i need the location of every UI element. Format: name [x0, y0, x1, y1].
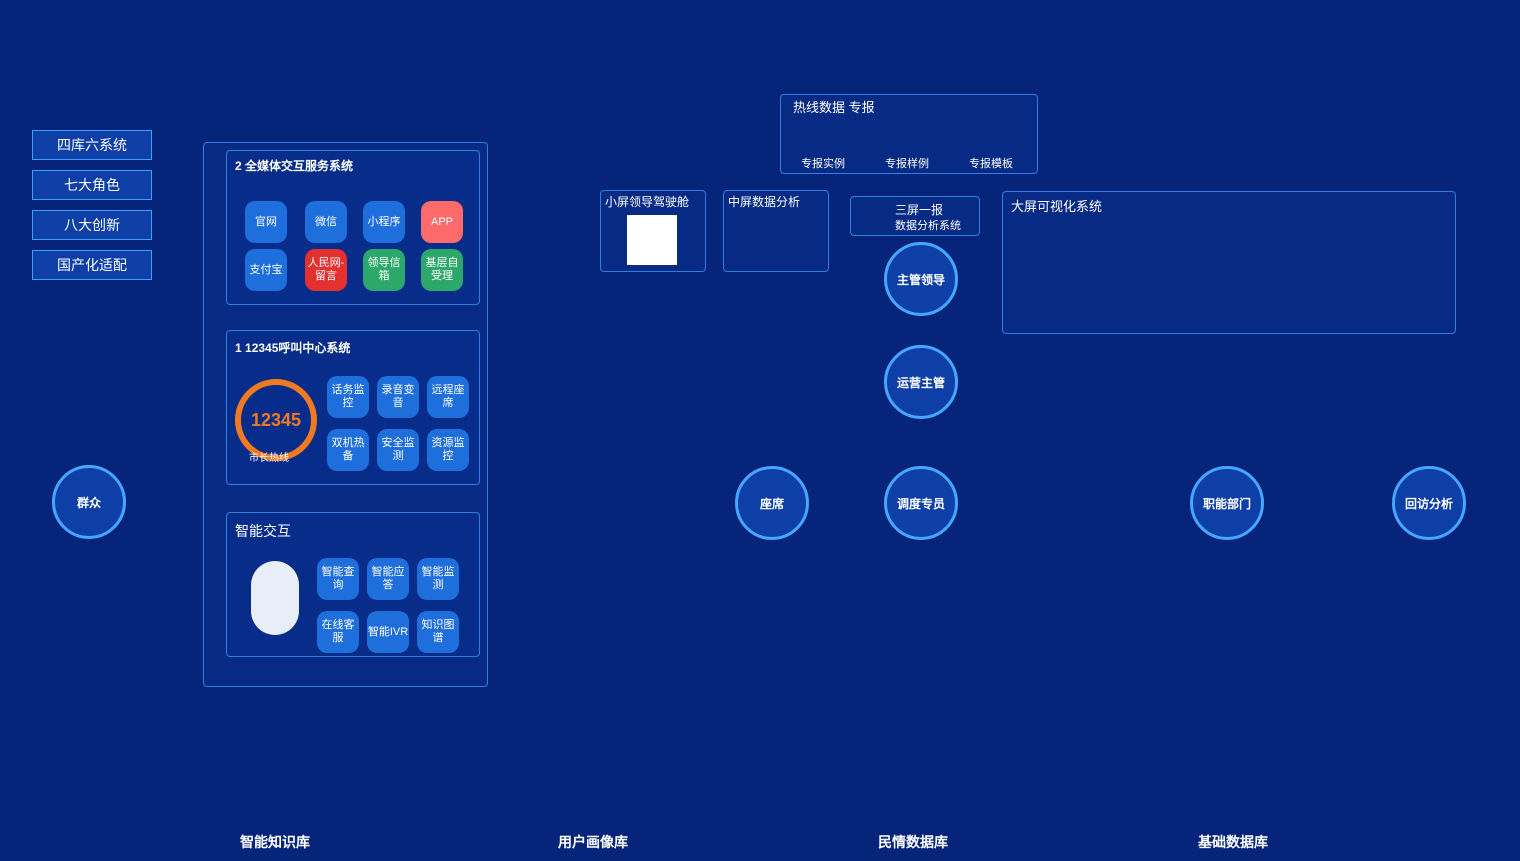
- smart-panel: 智能交互 智能查询 智能应答 智能监测 在线客服 智能IVR 知识图谱: [226, 512, 480, 657]
- cc-item-0[interactable]: 话务监控: [327, 376, 369, 418]
- media-item-3[interactable]: APP: [421, 201, 463, 243]
- callcenter-title: 1 12345呼叫中心系统: [235, 339, 350, 356]
- db-label-1: 用户画像库: [548, 832, 638, 852]
- media-item-1[interactable]: 微信: [305, 201, 347, 243]
- callcenter-panel: 1 12345呼叫中心系统 12345 市长热线 话务监控 录音变音 远程座席 …: [226, 330, 480, 485]
- report-panel: 热线数据 专报 专报实例 专报样例 专报模板: [780, 94, 1038, 174]
- report-title: 热线数据 专报: [793, 97, 875, 116]
- mid-screen-title: 中屏数据分析: [728, 193, 800, 210]
- media-item-2[interactable]: 小程序: [363, 201, 405, 243]
- report-item-2[interactable]: 专报模板: [969, 155, 1013, 171]
- smart-item-3[interactable]: 在线客服: [317, 611, 359, 653]
- three-screen-title: 三屏一报: [895, 201, 943, 218]
- db-label-2: 民情数据库: [868, 832, 958, 852]
- big-screen-panel: 大屏可视化系统: [1002, 191, 1456, 334]
- cc-item-2[interactable]: 远程座席: [427, 376, 469, 418]
- qr-code-icon: [627, 215, 677, 265]
- node-seat[interactable]: 座席: [735, 466, 809, 540]
- media-item-7[interactable]: 基层自受理: [421, 249, 463, 291]
- people-node[interactable]: 群众: [52, 465, 126, 539]
- smart-title: 智能交互: [235, 521, 291, 541]
- cc-item-5[interactable]: 资源监控: [427, 429, 469, 471]
- small-screen-panel[interactable]: 小屏领导驾驶舱: [600, 190, 706, 272]
- left-tag-3[interactable]: 国产化适配: [32, 250, 152, 280]
- db-label-3: 基础数据库: [1188, 832, 1278, 852]
- node-revisit[interactable]: 回访分析: [1392, 466, 1466, 540]
- report-item-0[interactable]: 专报实例: [801, 155, 845, 171]
- node-dept[interactable]: 职能部门: [1190, 466, 1264, 540]
- mid-screen-panel[interactable]: 中屏数据分析: [723, 190, 829, 272]
- smart-item-1[interactable]: 智能应答: [367, 558, 409, 600]
- media-panel: 2 全媒体交互服务系统 官网 微信 小程序 APP 支付宝 人民网-留言 领导信…: [226, 150, 480, 305]
- media-item-5[interactable]: 人民网-留言: [305, 249, 347, 291]
- node-supervisor[interactable]: 运营主管: [884, 345, 958, 419]
- media-item-4[interactable]: 支付宝: [245, 249, 287, 291]
- cc-item-3[interactable]: 双机热备: [327, 429, 369, 471]
- logo-caption: 市长热线: [249, 449, 289, 464]
- node-dispatch[interactable]: 调度专员: [884, 466, 958, 540]
- big-screen-title: 大屏可视化系统: [1011, 196, 1102, 215]
- left-tag-2[interactable]: 八大创新: [32, 210, 152, 240]
- left-tag-1[interactable]: 七大角色: [32, 170, 152, 200]
- db-label-0: 智能知识库: [230, 832, 320, 852]
- media-item-6[interactable]: 领导信箱: [363, 249, 405, 291]
- node-leader[interactable]: 主管领导: [884, 242, 958, 316]
- robot-icon: [251, 561, 299, 635]
- smart-item-0[interactable]: 智能查询: [317, 558, 359, 600]
- three-screen-subtitle: 数据分析系统: [895, 217, 961, 233]
- media-title: 2 全媒体交互服务系统: [235, 157, 353, 174]
- three-screen-panel[interactable]: 三屏一报 数据分析系统: [850, 196, 980, 236]
- cc-item-1[interactable]: 录音变音: [377, 376, 419, 418]
- report-item-1[interactable]: 专报样例: [885, 155, 929, 171]
- media-item-0[interactable]: 官网: [245, 201, 287, 243]
- smart-item-5[interactable]: 知识图谱: [417, 611, 459, 653]
- left-tag-0[interactable]: 四库六系统: [32, 130, 152, 160]
- smart-item-4[interactable]: 智能IVR: [367, 611, 409, 653]
- cc-item-4[interactable]: 安全监测: [377, 429, 419, 471]
- smart-item-2[interactable]: 智能监测: [417, 558, 459, 600]
- small-screen-title: 小屏领导驾驶舱: [605, 193, 689, 210]
